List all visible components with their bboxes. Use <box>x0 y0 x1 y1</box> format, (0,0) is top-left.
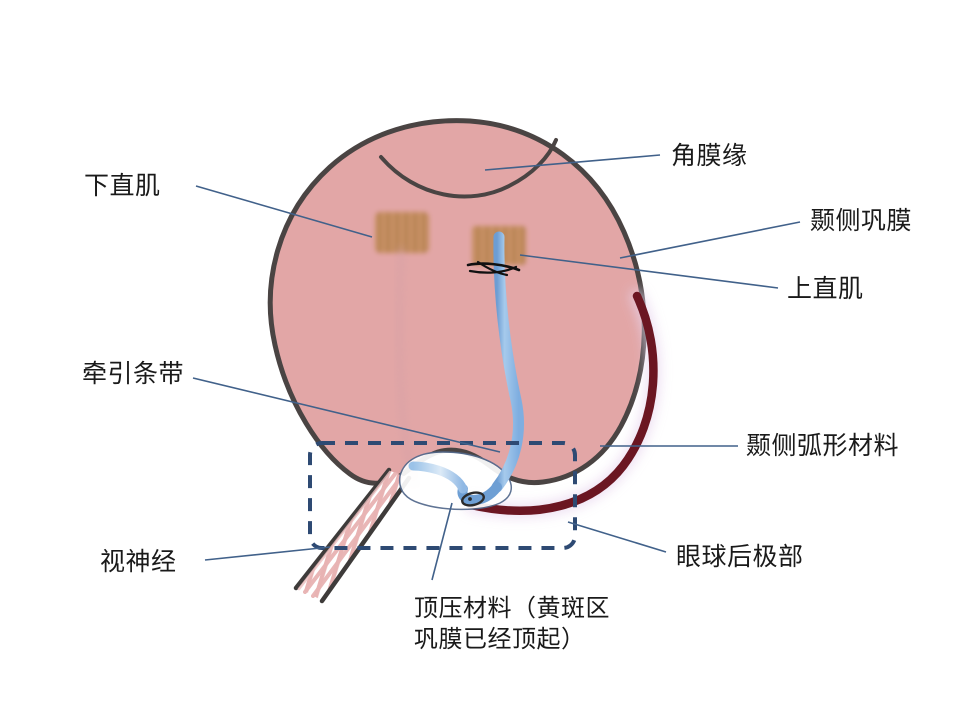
posterior-pole-region-box <box>308 441 577 550</box>
limbus-arc <box>379 138 558 199</box>
traction-band-descending <box>491 231 524 493</box>
traction-band <box>408 231 524 507</box>
eyeball-globe <box>267 118 647 486</box>
leader-posterior-pole <box>567 521 667 553</box>
inferior-rectus-tendon-shadow <box>395 246 418 482</box>
label-limbus: 角膜缘 <box>671 143 748 170</box>
suture-strand-cross <box>476 260 509 277</box>
temporal-arc-material <box>464 289 660 518</box>
leader-limbus <box>484 154 661 171</box>
leader-superior-rectus <box>519 254 779 289</box>
suture-strand-lower <box>468 265 518 274</box>
optic-nerve-stripe-1 <box>303 472 397 594</box>
traction-band-return <box>408 461 468 494</box>
sclera-body <box>267 118 647 486</box>
suture-knot <box>466 260 521 277</box>
label-buckle-material: 顶压材料（黄斑区 巩膜已经顶起） <box>414 596 610 653</box>
optic-nerve-edge-right <box>319 475 412 604</box>
label-optic-nerve: 视神经 <box>100 549 177 576</box>
label-superior-rectus: 上直肌 <box>787 276 864 303</box>
optic-nerve-stripe-3 <box>297 470 392 591</box>
label-temporal-sclera: 颞侧巩膜 <box>810 208 913 235</box>
traction-band-eyelet-hole <box>468 497 472 501</box>
leader-temporal-sclera <box>619 221 801 259</box>
inferior-rectus-insertion-patch <box>375 212 429 253</box>
label-posterior-pole: 眼球后极部 <box>676 544 804 571</box>
leader-optic-nerve <box>204 546 331 561</box>
arc-material-line <box>466 291 658 515</box>
muscle-insertion-inferior-rectus <box>375 212 429 253</box>
label-traction-band: 牵引条带 <box>82 361 185 388</box>
traction-band-loop <box>457 482 502 506</box>
leader-inferior-rectus <box>195 185 373 238</box>
label-inferior-rectus: 下直肌 <box>84 173 161 200</box>
limbus-line <box>379 138 558 199</box>
leader-lines <box>192 154 801 581</box>
traction-band-eyelet <box>461 491 485 507</box>
optic-nerve-stripe-2 <box>311 475 403 598</box>
optic-nerve <box>293 467 412 604</box>
leader-traction-band <box>192 377 501 453</box>
leader-buckle-material <box>431 502 453 581</box>
label-temporal-arc-material: 颞侧弧形材料 <box>746 433 900 460</box>
optic-nerve-edge-left <box>293 467 392 591</box>
